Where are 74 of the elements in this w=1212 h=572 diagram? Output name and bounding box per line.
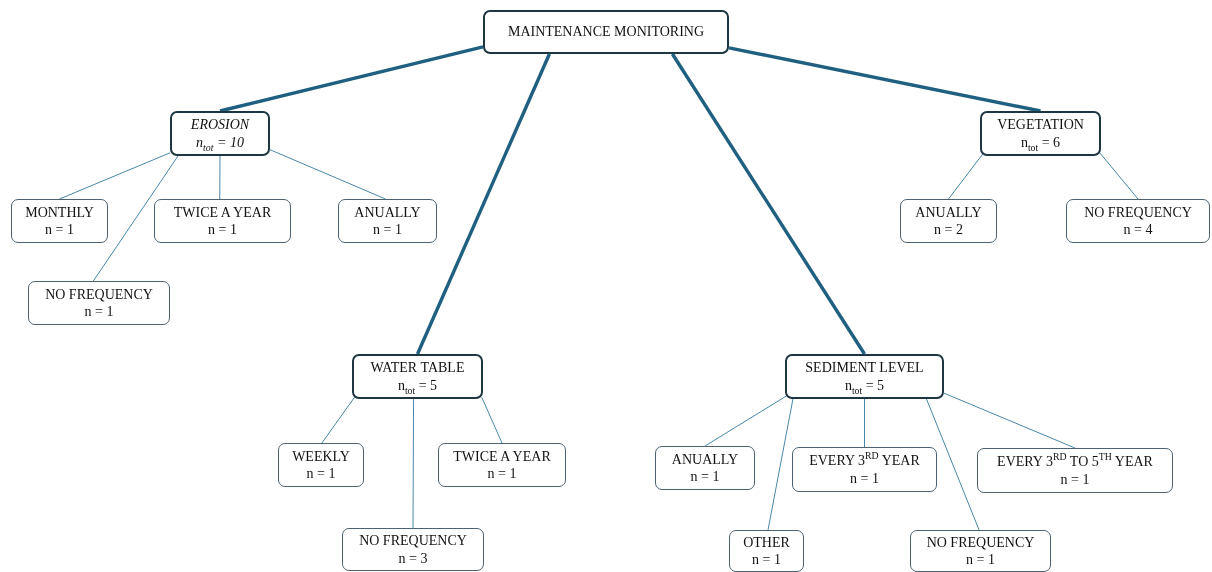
category-box — [170, 111, 270, 156]
count-label: n = 1 — [84, 303, 114, 321]
frequency-box — [1066, 199, 1210, 243]
count-label: n = 1 — [966, 551, 995, 569]
frequency-box — [278, 443, 364, 487]
node-title: EROSION — [190, 116, 250, 134]
count-label: n = 1 — [690, 468, 720, 486]
frequency-box — [28, 281, 170, 325]
count-label: n = 1 — [850, 469, 879, 487]
connector-line — [767, 398, 794, 531]
connector-line — [481, 396, 503, 444]
count-label: n = 1 — [487, 465, 517, 483]
frequency-box — [900, 199, 997, 243]
category-box — [352, 354, 483, 399]
connector-line — [59, 152, 171, 200]
count-label: n = 2 — [934, 221, 963, 239]
count-label: n = 1 — [373, 221, 402, 239]
node-title: WATER TABLE — [370, 359, 465, 377]
category-box — [980, 111, 1101, 156]
node-title: ANUALLY — [915, 203, 982, 221]
node-title: NO FREQUENCY — [359, 532, 467, 550]
frequency-box — [655, 446, 755, 490]
connector-line — [92, 155, 179, 282]
node-title: SEDIMENT LEVEL — [805, 359, 924, 377]
count-label: n = 3 — [398, 549, 428, 567]
frequency-box — [438, 443, 566, 487]
count-label: n$_{tot}$ = 6 — [1020, 133, 1061, 151]
category-box — [785, 354, 944, 399]
count-label: n = 1 — [306, 465, 336, 483]
connector-line — [864, 398, 865, 448]
frequency-box — [11, 199, 108, 243]
node-title: MONTHLY — [25, 203, 94, 221]
frequency-box — [977, 448, 1173, 493]
connector-line — [926, 398, 980, 531]
node-title: VEGETATION — [997, 116, 1084, 134]
node-title: ANUALLY — [354, 203, 421, 221]
connector-line — [728, 46, 1041, 113]
count-label: n$_{tot}$ = 5 — [844, 376, 885, 394]
node-title: NO FREQUENCY — [926, 533, 1035, 551]
node-title: ANUALLY — [671, 450, 739, 468]
connector-line — [219, 155, 221, 200]
connector-line — [943, 392, 1076, 449]
node-title: NO FREQUENCY — [45, 285, 153, 303]
count-label: n$_{tot}$ = 10 — [196, 133, 244, 151]
connector-line — [704, 395, 788, 447]
node-title: EVERY 3$^{RD}$ TO 5$^{TH}$ YEAR — [997, 453, 1153, 471]
node-title: TWICE A YEAR — [453, 447, 551, 465]
connector-line — [269, 149, 386, 200]
connector-line — [412, 398, 415, 529]
category-box — [483, 10, 729, 54]
connector-line — [415, 53, 551, 355]
count-label: n = 1 — [752, 551, 781, 569]
connector-line — [1099, 152, 1139, 200]
node-title: WEEKLY — [292, 447, 350, 465]
frequency-box — [729, 530, 804, 572]
count-label: n = 1 — [45, 221, 74, 239]
connector-line — [219, 45, 484, 113]
count-label: n = 1 — [208, 221, 237, 239]
node-title: MAINTENANCE MONITORING — [507, 23, 705, 41]
node-title: OTHER — [743, 533, 790, 551]
connector-line — [948, 152, 985, 200]
node-title: NO FREQUENCY — [1084, 203, 1192, 221]
frequency-box — [154, 199, 291, 243]
frequency-box — [792, 447, 937, 492]
count-label: n = 4 — [1123, 221, 1153, 239]
node-title: TWICE A YEAR — [173, 203, 272, 221]
count-label: n = 1 — [1060, 470, 1090, 488]
count-label: n$_{tot}$ = 5 — [397, 376, 438, 394]
frequency-box — [338, 199, 437, 243]
connector-line — [321, 396, 356, 444]
connector-line — [671, 53, 866, 355]
node-title: EVERY 3$^{RD}$ YEAR — [809, 452, 920, 470]
frequency-box — [910, 530, 1051, 572]
frequency-box — [342, 528, 484, 571]
